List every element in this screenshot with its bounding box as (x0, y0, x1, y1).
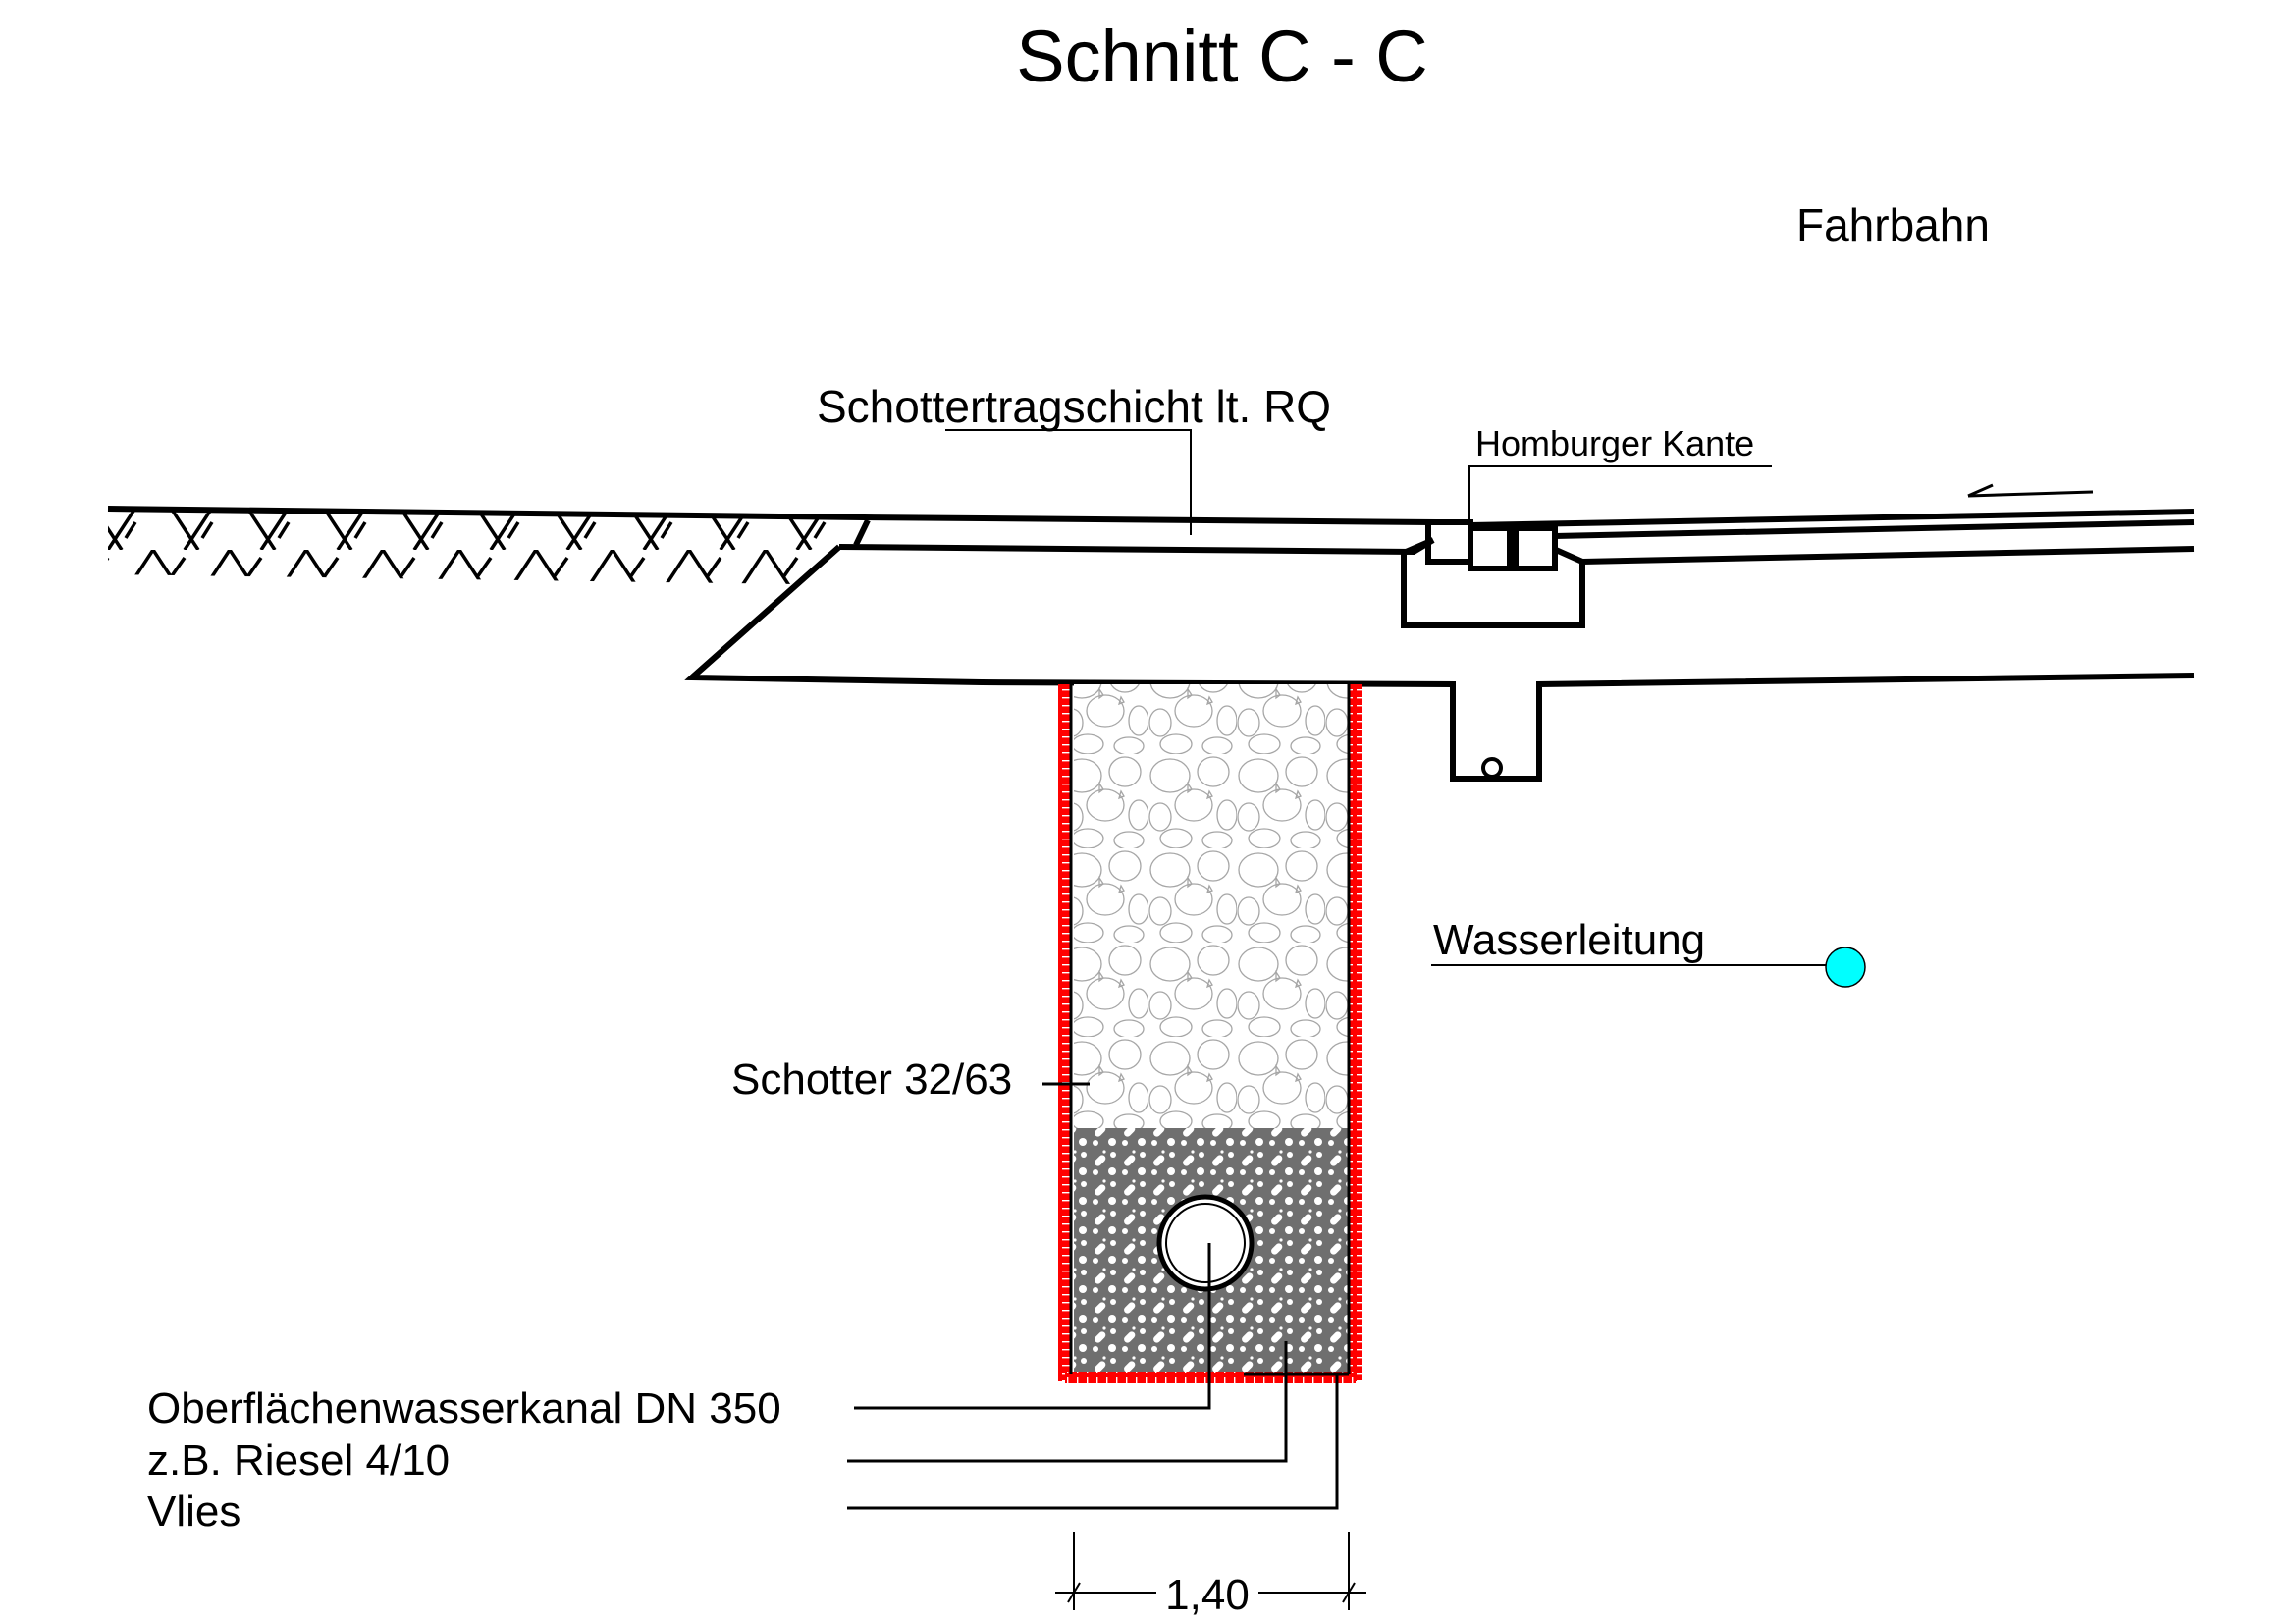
water-pipe-circle-icon (1825, 947, 1866, 988)
drawing-title: Schnitt C - C (1016, 16, 1427, 97)
slope-cut-line (853, 518, 871, 547)
label-schottertragschicht: Schottertragschicht lt. RQ (817, 381, 1331, 432)
drain-pipe-dn350 (1156, 1194, 1255, 1292)
vlies-right (1350, 684, 1362, 1381)
trench (1058, 684, 1362, 1383)
drain-pipe-circle-icon (1481, 757, 1503, 779)
label-riesel: z.B. Riesel 4/10 (147, 1436, 450, 1485)
label-schotter: Schotter 32/63 (731, 1055, 1012, 1104)
leader-homburger-kante (1468, 465, 1772, 525)
soil-hatch (108, 509, 854, 584)
label-oberflaechenwasserkanal: Oberflächenwasserkanal DN 350 (147, 1384, 781, 1433)
vlies-left (1058, 684, 1070, 1381)
curb-drain-channel (1481, 757, 1503, 779)
label-vlies: Vlies (147, 1488, 240, 1536)
base-layer-top (838, 537, 1435, 556)
leader-kanal (854, 1243, 1211, 1410)
road-layers (1469, 509, 2195, 565)
dimension-trench-width: 1,40 (1055, 1532, 1366, 1619)
arrow-left-icon (1967, 483, 2094, 498)
label-homburger-kante: Homburger Kante (1475, 423, 1754, 463)
label-fahrbahn: Fahrbahn (1796, 199, 1990, 250)
leader-riesel (847, 1341, 1288, 1463)
coarse-gravel-fill (1074, 684, 1349, 1128)
base-slope-line (690, 544, 841, 680)
base-layer-outline (684, 544, 2195, 782)
dimension-value: 1,40 (1165, 1571, 1250, 1619)
label-wasserleitung: Wasserleitung (1433, 916, 1705, 964)
homburger-kante-curb (1401, 519, 1585, 628)
leader-vlies (847, 1374, 1339, 1510)
leader-schottertragschicht (945, 429, 1192, 535)
